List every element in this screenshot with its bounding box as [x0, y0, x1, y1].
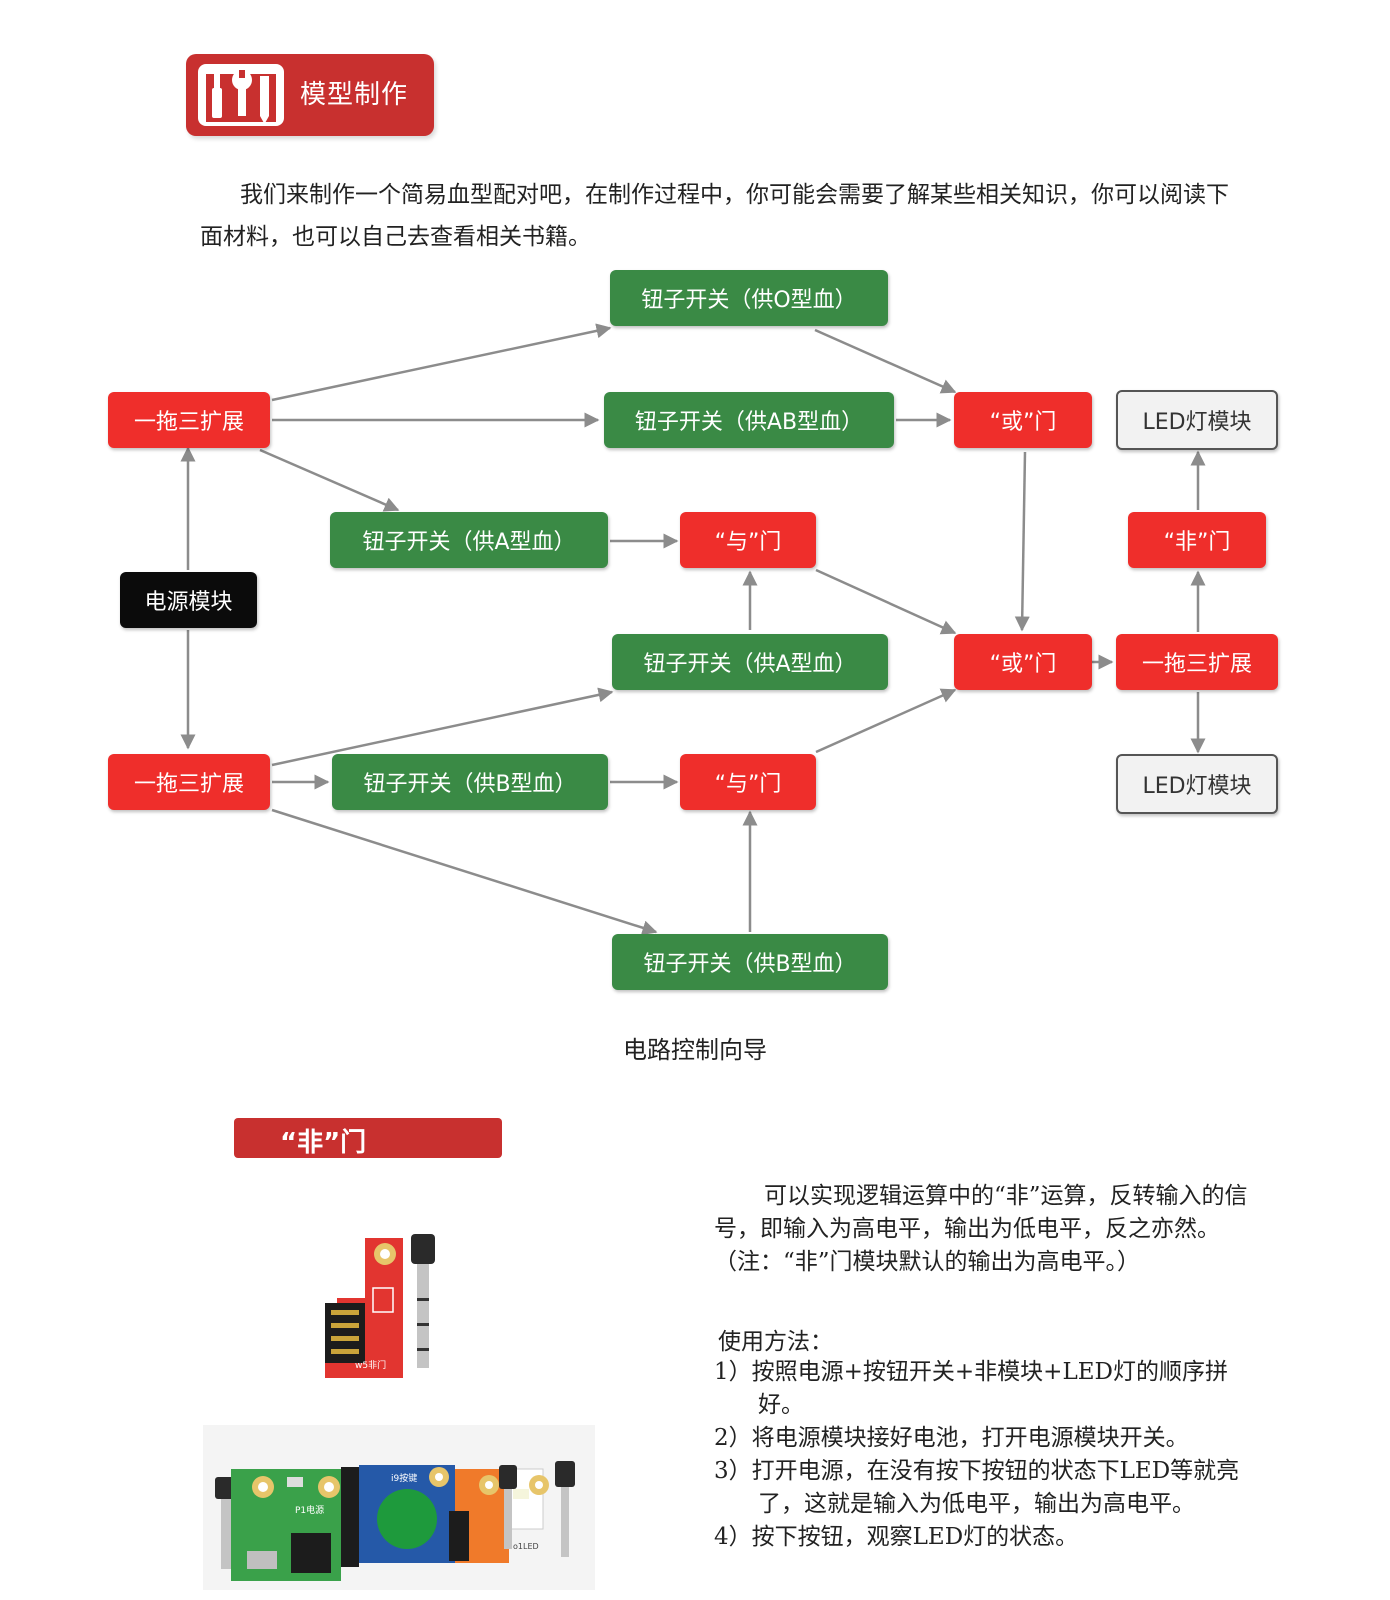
- section-title: “非”门: [280, 1128, 367, 1158]
- assembled-modules-illustration: P1电源 i9按键 o1LED: [215, 1461, 575, 1581]
- arrow-split-bottom-to-sw-a2: [271, 687, 614, 767]
- node-switch-b1: 钮子开关（供B型血）: [332, 754, 608, 810]
- assembled-modules-photo: P1电源 i9按键 o1LED: [203, 1425, 595, 1590]
- node-switch-a1: 钮子开关（供A型血）: [330, 512, 608, 568]
- node-switch-a2: 钮子开关（供A型血）: [612, 634, 888, 690]
- node-split-top: 一拖三扩展: [108, 392, 270, 448]
- node-led-bottom: LED灯模块: [1116, 754, 1278, 814]
- not-gate-description: 可以实现逻辑运算中的“非”运算，反转输入的信号，即输入为高电平，输出为低电平，反…: [714, 1183, 1248, 1275]
- node-led-top: LED灯模块: [1116, 390, 1278, 450]
- usage-step: 2）将电源模块接好电池，打开电源模块开关。: [714, 1425, 1189, 1451]
- usage-step: 3）打开电源，在没有按下按钮的状态下LED等就亮了，这就是输入为低电平，输出为高…: [714, 1458, 1240, 1517]
- usage-step: 1）按照电源+按钮开关+非模块+LED灯的顺序拼好。: [714, 1359, 1228, 1418]
- arrow-sw-o-to-or-top: [814, 328, 957, 394]
- arrow-or-top-to-or-mid: [1014, 451, 1030, 632]
- node-power-module: 电源模块: [120, 572, 257, 628]
- button-board-label: i9按键: [391, 1472, 417, 1484]
- diagram-caption: 电路控制向导: [623, 1036, 767, 1064]
- usage-step: 4）按下按钮，观察LED灯的状态。: [714, 1524, 1079, 1550]
- usage-title: 使用方法：: [718, 1329, 833, 1355]
- node-switch-o: 钮子开关（供O型血）: [610, 270, 888, 326]
- tools-icon: [198, 64, 284, 126]
- power-board-label: P1电源: [295, 1504, 324, 1516]
- arrow-split-top-to-sw-o: [271, 323, 612, 402]
- node-split-right: 一拖三扩展: [1116, 634, 1278, 690]
- intro-paragraph: 我们来制作一个简易血型配对吧，在制作过程中，你可能会需要了解某些相关知识，你可以…: [200, 182, 1229, 250]
- arrow-and-top-to-or-mid: [815, 568, 957, 635]
- not-module-label: w5非门: [355, 1359, 386, 1371]
- circuit-flow-arrows: [180, 323, 1206, 936]
- section-title-bar: [234, 1118, 502, 1158]
- node-and-bottom: “与”门: [680, 754, 816, 810]
- arrow-and-bottom-to-or-mid: [815, 688, 957, 754]
- node-split-bottom: 一拖三扩展: [108, 754, 270, 810]
- node-switch-b2: 钮子开关（供B型血）: [612, 934, 888, 990]
- usage-steps: 1）按照电源+按钮开关+非模块+LED灯的顺序拼好。 2）将电源模块接好电池，打…: [714, 1356, 1264, 1554]
- node-not-gate: “非”门: [1128, 512, 1266, 568]
- not-module-photo: w5非门: [325, 1234, 435, 1378]
- node-switch-ab: 钮子开关（供AB型血）: [604, 392, 894, 448]
- node-or-top: “或”门: [954, 392, 1092, 448]
- led-board-label: o1LED: [513, 1542, 539, 1551]
- section-header-title: 模型制作: [300, 80, 409, 110]
- arrow-split-top-to-sw-a1: [259, 448, 400, 512]
- section-header-badge: [186, 54, 434, 136]
- node-and-top: “与”门: [680, 512, 816, 568]
- node-or-mid: “或”门: [954, 634, 1092, 690]
- arrow-split-bottom-to-sw-b2: [271, 808, 658, 936]
